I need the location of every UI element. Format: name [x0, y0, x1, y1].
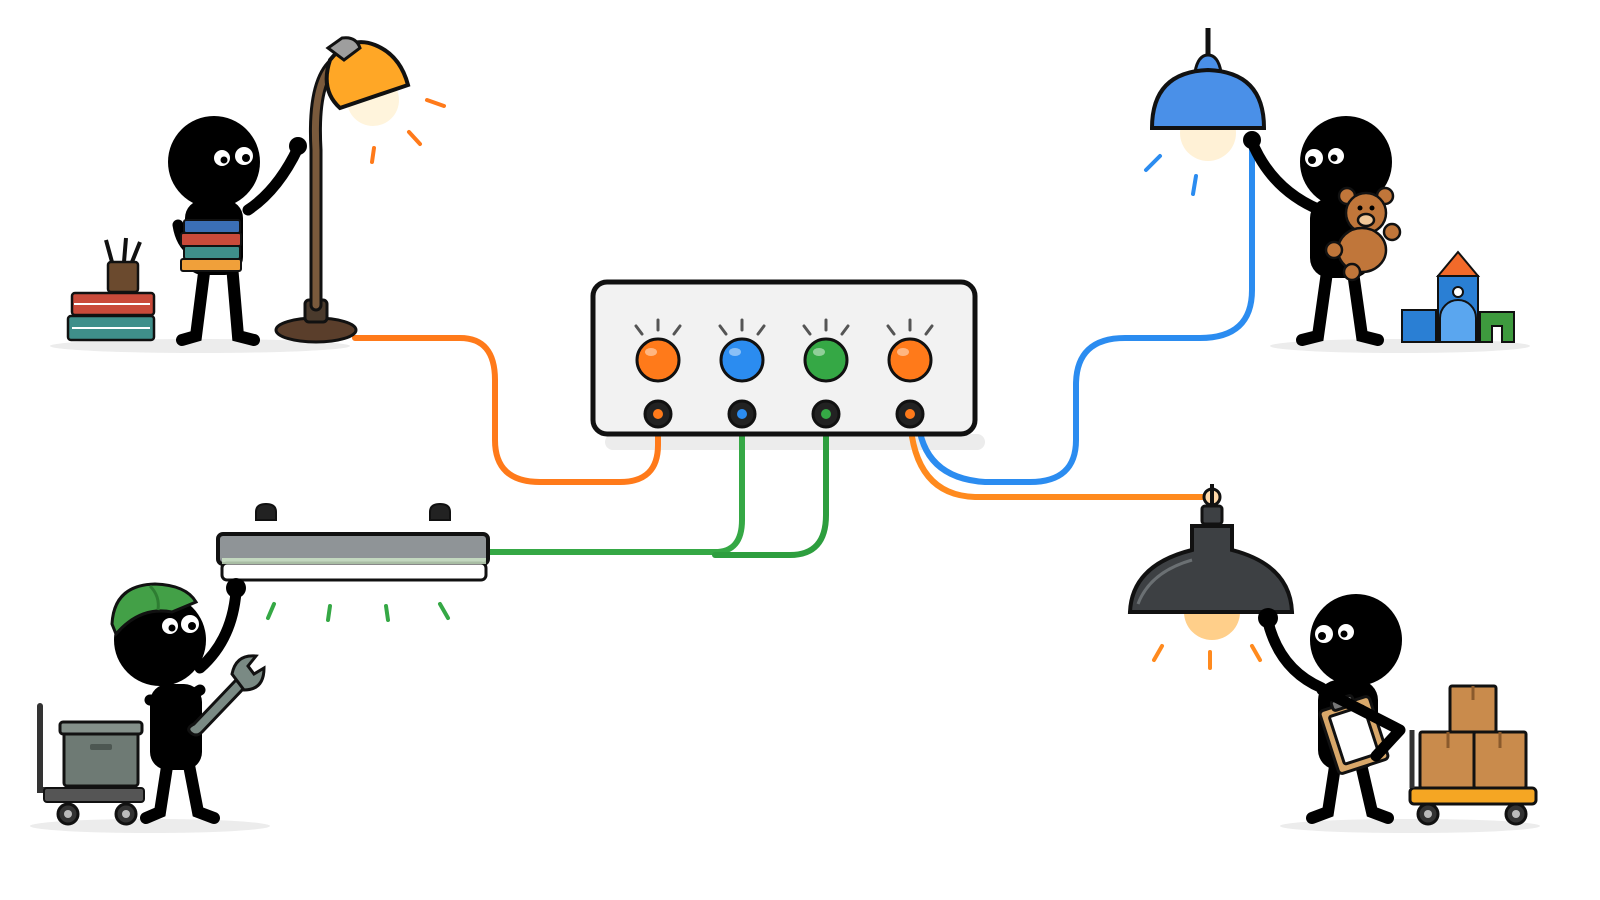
indicator-glow-tick	[886, 324, 896, 336]
fluorescent-tube-light	[216, 502, 490, 622]
socket-plug	[653, 409, 663, 419]
dark-pendant-lamp	[1127, 484, 1295, 670]
indicator-glow-tick	[756, 324, 766, 336]
indicator-glow-tick	[840, 324, 850, 336]
toy-blocks-icon	[1401, 250, 1515, 343]
scene-warehouse	[1127, 484, 1538, 826]
held-books-icon	[180, 219, 242, 272]
indicator-glow-tick	[924, 324, 934, 336]
cable-orange-desk-lamp	[352, 335, 661, 485]
control-panel	[590, 279, 978, 437]
indicator-highlight	[813, 348, 825, 356]
socket-plug	[821, 409, 831, 419]
indicator-glow-tick	[634, 324, 644, 336]
indicator-light-1	[634, 318, 682, 383]
indicator-light-4	[886, 318, 934, 383]
indicator-bulb	[719, 337, 765, 383]
indicator-bulb	[803, 337, 849, 383]
book-stack-icon	[66, 291, 156, 342]
indicator-light-2	[718, 318, 766, 383]
control-panel-body	[590, 279, 978, 437]
tube-light-rays	[266, 602, 450, 622]
blue-pendant-lamp	[1144, 28, 1267, 196]
cable-sockets	[643, 399, 925, 429]
scene-mechanic	[37, 502, 490, 826]
socket-light-1	[643, 399, 673, 429]
indicator-glow-tick	[802, 324, 812, 336]
tube-light-diffuser	[220, 561, 488, 582]
socket-light-2	[727, 399, 757, 429]
pencil-cup-icon	[104, 237, 142, 294]
desk-lamp	[274, 36, 446, 344]
indicator-light-3	[802, 318, 850, 383]
cable-green-tube-a	[486, 415, 745, 555]
blue-pendant-shade	[1149, 67, 1267, 130]
indicator-glow-tick	[718, 324, 728, 336]
dark-pendant-rays	[1152, 644, 1262, 670]
scene-reader	[66, 36, 446, 346]
wrench-icon	[187, 654, 266, 737]
indicator-glow-tick	[672, 324, 682, 336]
hand-truck-icon	[1408, 730, 1538, 826]
helmet-icon	[110, 582, 199, 637]
indicator-lights	[634, 318, 934, 383]
socket-light-3	[811, 399, 841, 429]
indicator-highlight	[897, 348, 909, 356]
socket-plug	[905, 409, 915, 419]
desk-lamp-rays	[370, 98, 446, 164]
socket-light-4	[895, 399, 925, 429]
stick-figure-with-clipboard	[1258, 594, 1402, 824]
dark-pendant-shade	[1127, 524, 1295, 614]
cable-blue-pendant	[915, 142, 1255, 485]
cable-green-tube-b	[712, 415, 829, 558]
indicator-highlight	[729, 348, 741, 356]
cardboard-boxes-icon	[1418, 684, 1528, 790]
indicator-highlight	[645, 348, 657, 356]
socket-plug	[737, 409, 747, 419]
indicator-bulb	[887, 337, 933, 383]
blue-pendant-rays	[1144, 154, 1198, 196]
teddy-bear-icon	[1324, 186, 1402, 282]
utility-cart-icon	[37, 703, 145, 826]
indicator-bulb	[635, 337, 681, 383]
scene-child	[1144, 28, 1515, 346]
